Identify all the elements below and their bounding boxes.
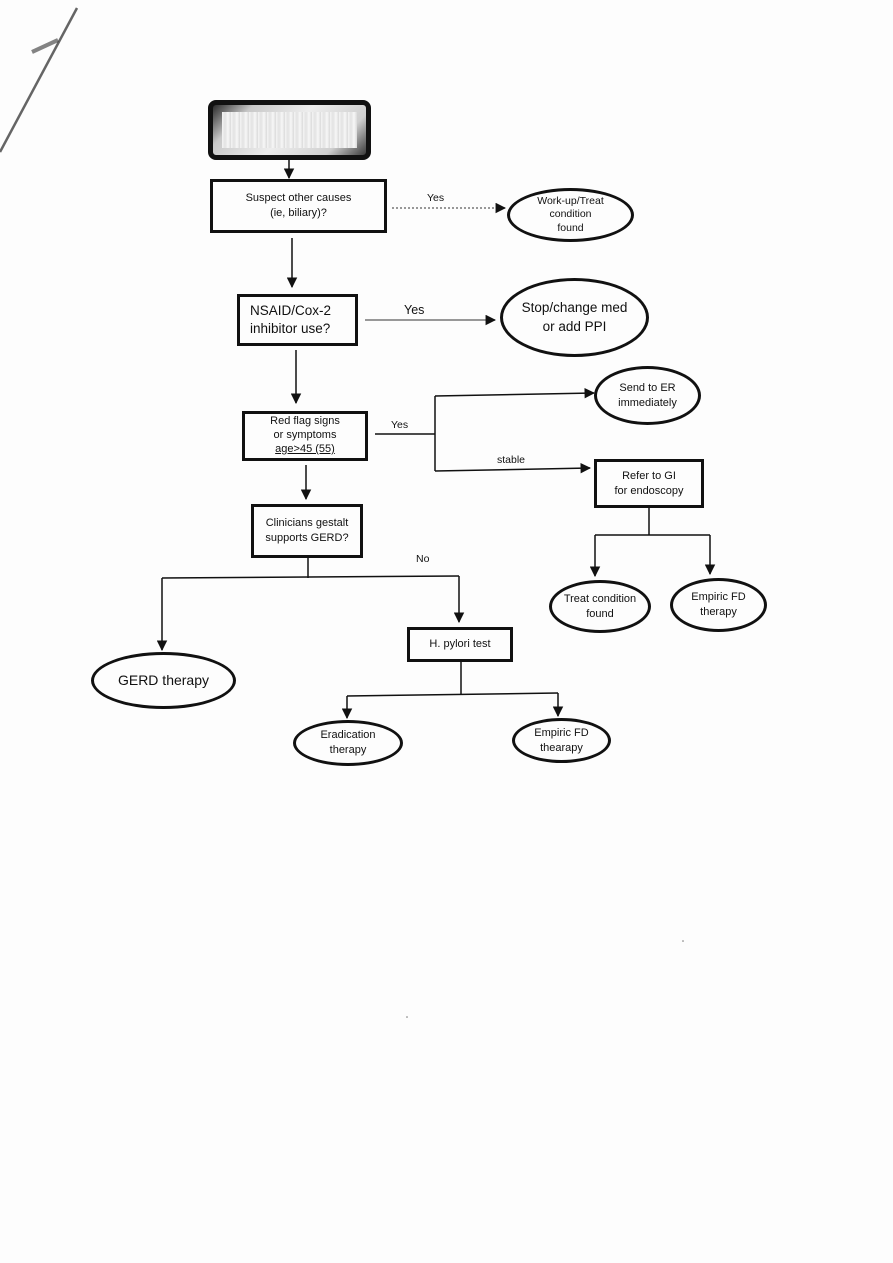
node-text-line: Stop/change med bbox=[521, 300, 628, 316]
node-text-line: Refer to GI bbox=[622, 469, 676, 482]
node-text-line: Eradication bbox=[320, 729, 376, 742]
node-text-line: for endoscopy bbox=[614, 484, 684, 497]
node-text-line: Send to ER bbox=[619, 381, 676, 394]
node-text-line: age>45 (55) bbox=[275, 442, 335, 455]
scan-speck bbox=[406, 1016, 408, 1018]
edge-label-stable: stable bbox=[497, 454, 526, 466]
connector-hpylori-horizontal bbox=[346, 692, 559, 697]
node-text-line: found bbox=[557, 221, 584, 234]
node-gerd-therapy: GERD therapy bbox=[91, 652, 236, 709]
node-text-line: or symptoms bbox=[273, 429, 337, 442]
title-box-obscured-text bbox=[222, 112, 357, 148]
node-treat-condition-found: Treat condition found bbox=[549, 580, 651, 633]
node-text-line: supports GERD? bbox=[265, 532, 349, 544]
scan-streak-mark bbox=[0, 7, 79, 153]
connector-to-refer-gi bbox=[434, 462, 592, 474]
node-suspect-other-causes: Suspect other causes (ie, biliary)? bbox=[210, 179, 387, 233]
node-text-line: Clinicians gestalt bbox=[265, 517, 349, 530]
node-h-pylori-test: H. pylori test bbox=[407, 627, 513, 662]
node-text-line: or add PPI bbox=[542, 318, 607, 334]
node-clinicians-gestalt: Clinicians gestalt supports GERD? bbox=[251, 504, 363, 558]
node-text-line: (ie, biliary)? bbox=[270, 207, 327, 219]
node-text-line: GERD therapy bbox=[117, 672, 210, 689]
node-refer-to-gi: Refer to GI for endoscopy bbox=[594, 459, 704, 508]
node-text-line: Empiric FD bbox=[534, 726, 589, 739]
node-text-line: therapy bbox=[329, 744, 367, 756]
node-empiric-fd-thearapy: Empiric FD thearapy bbox=[512, 718, 611, 763]
node-stop-change-med: Stop/change med or add PPI bbox=[500, 278, 649, 357]
title-box bbox=[208, 100, 371, 160]
node-nsaid-cox2: NSAID/Cox-2 inhibitor use? bbox=[237, 294, 358, 346]
node-empiric-fd-therapy: Empiric FD therapy bbox=[670, 578, 767, 632]
edge-label-no: No bbox=[416, 553, 430, 565]
edge-label-yes-suspect: Yes bbox=[427, 192, 445, 204]
connector-clinicians-horizontal bbox=[161, 575, 460, 579]
node-send-to-er: Send to ER immediately bbox=[594, 366, 701, 425]
node-text-line: therapy bbox=[700, 606, 737, 618]
node-text-line: H. pylori test bbox=[429, 638, 491, 651]
node-red-flag-signs: Red flag signs or symptoms age>45 (55) bbox=[242, 411, 368, 461]
edge-label-yes-nsaid: Yes bbox=[404, 303, 425, 317]
connector-to-send-er bbox=[434, 387, 596, 399]
node-eradication-therapy: Eradication therapy bbox=[293, 720, 403, 766]
node-text-line: found bbox=[586, 607, 614, 620]
node-text-line: NSAID/Cox-2 bbox=[250, 302, 332, 318]
node-text-line: Empiric FD bbox=[691, 591, 746, 604]
node-text-line: Red flag signs bbox=[270, 415, 340, 428]
node-text-line: inhibitor use? bbox=[250, 321, 331, 336]
node-text-line: condition bbox=[549, 208, 592, 221]
node-text-line: Work-up/Treat bbox=[537, 194, 604, 207]
node-text-line: Suspect other causes bbox=[245, 192, 352, 205]
node-workup-treat: Work-up/Treat condition found bbox=[507, 188, 634, 242]
node-text-line: immediately bbox=[618, 396, 677, 409]
node-text-line: thearapy bbox=[540, 741, 583, 754]
scan-streak-mark-2 bbox=[31, 38, 59, 54]
node-text-line: Treat condition bbox=[563, 592, 637, 605]
edge-label-yes-redflag: Yes bbox=[391, 419, 409, 431]
scan-speck bbox=[682, 940, 684, 942]
